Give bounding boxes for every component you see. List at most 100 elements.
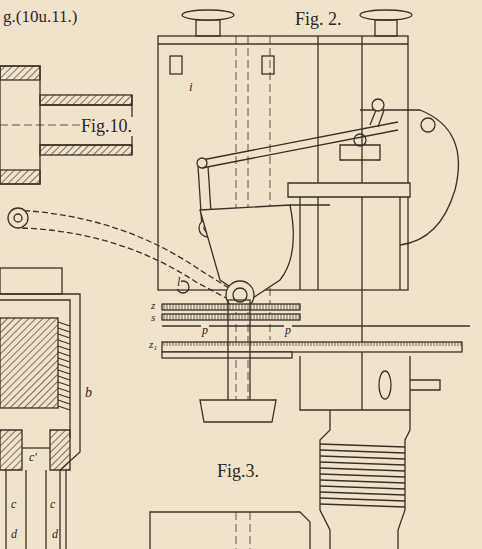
drawing-stroke [248,314,249,320]
drawing-stroke [361,36,362,410]
drawing-stroke [221,342,222,346]
drawing-stroke [278,342,279,346]
drawing-stroke [428,342,429,346]
drawing-stroke [269,342,270,346]
drawing-stroke [305,342,306,346]
drawing-stroke [257,304,258,310]
drawing-stroke [272,314,273,320]
drawing-stroke [320,498,405,501]
drawing-stroke [254,314,255,320]
drawing-stroke [320,444,405,507]
part-letter: p [201,324,209,337]
drawing-stroke [167,342,168,346]
drawing-stroke [370,110,376,125]
drawing-stroke [191,314,192,320]
drawing-stroke [50,430,70,470]
drawing-stroke [401,342,402,346]
drawing-stroke [375,20,397,36]
drawing-stroke [224,342,225,346]
drawing-stroke [40,104,132,105]
drawing-stroke [176,304,177,310]
drawing-stroke [179,314,180,320]
part-letter: z [150,300,156,312]
drawing-stroke [197,342,198,346]
figure-label: Fig.10. [80,117,133,136]
drawing-stroke [320,474,405,477]
drawing-stroke [353,342,354,346]
drawing-stroke [278,314,279,320]
drawing-stroke [242,304,243,310]
drawing-stroke [368,342,369,346]
figure-label: g.(10u.11.) [2,8,78,26]
drawing-stroke [191,342,192,346]
drawing-stroke [239,304,240,310]
drawing-stroke [245,314,246,320]
drawing-stroke [58,382,70,386]
drawing-stroke [202,130,398,168]
drawing-stroke [203,314,204,320]
drawing-stroke [288,183,410,197]
drawing-stroke [293,342,294,346]
drawing-stroke [164,304,165,310]
drawing-stroke [176,314,177,320]
drawing-stroke [25,470,26,549]
drawing-stroke [0,268,62,294]
drawing-stroke [248,342,249,346]
drawing-stroke [215,342,216,346]
drawing-stroke [239,342,240,346]
drawing-stroke [212,304,213,310]
drawing-stroke [272,304,273,310]
drawing-stroke [425,342,426,346]
drawing-stroke [182,10,234,20]
drawing-stroke [173,342,174,346]
drawing-stroke [224,314,225,320]
drawing-stroke [374,342,375,346]
drawing-stroke [371,342,372,346]
drawing-stroke [65,470,66,549]
drawing-stroke [421,118,435,132]
drawing-stroke [170,56,182,74]
drawing-stroke [395,342,396,346]
drawing-stroke [150,512,310,549]
drawing-stroke [461,342,462,346]
part-letter: p [284,324,292,337]
drawing-stroke [58,328,70,332]
drawing-stroke [302,342,303,346]
part-letter: i [188,80,194,94]
drawing-stroke [212,342,213,346]
drawing-stroke [40,145,132,155]
drawing-stroke [236,342,237,346]
drawing-stroke [230,304,231,310]
drawing-stroke [257,314,258,320]
drawing-stroke [228,300,250,410]
drawing-stroke [58,358,70,362]
drawing-stroke [275,314,276,320]
drawing-stroke [242,314,243,320]
drawing-stroke [164,342,165,346]
drawing-stroke [162,342,462,352]
drawing-stroke [281,314,282,320]
drawing-stroke [332,342,333,346]
drawing-stroke [275,304,276,310]
drawing-stroke [260,314,261,320]
drawing-stroke [8,208,28,228]
drawing-stroke [404,342,405,346]
drawing-stroke [194,304,195,310]
part-letter: l [176,276,181,289]
drawing-stroke [15,210,232,290]
drawing-stroke [284,314,285,320]
drawing-stroke [164,304,461,346]
drawing-stroke [260,304,261,310]
drawing-stroke [320,492,405,495]
drawing-stroke [188,304,189,310]
drawing-stroke [320,342,321,346]
drawing-stroke [392,342,393,346]
drawing-stroke [170,342,171,346]
drawing-stroke [356,342,357,346]
drawing-stroke [290,314,291,320]
drawing-stroke [230,314,231,320]
drawing-stroke [248,304,249,310]
drawing-stroke [326,342,327,346]
drawing-stroke [419,342,420,346]
